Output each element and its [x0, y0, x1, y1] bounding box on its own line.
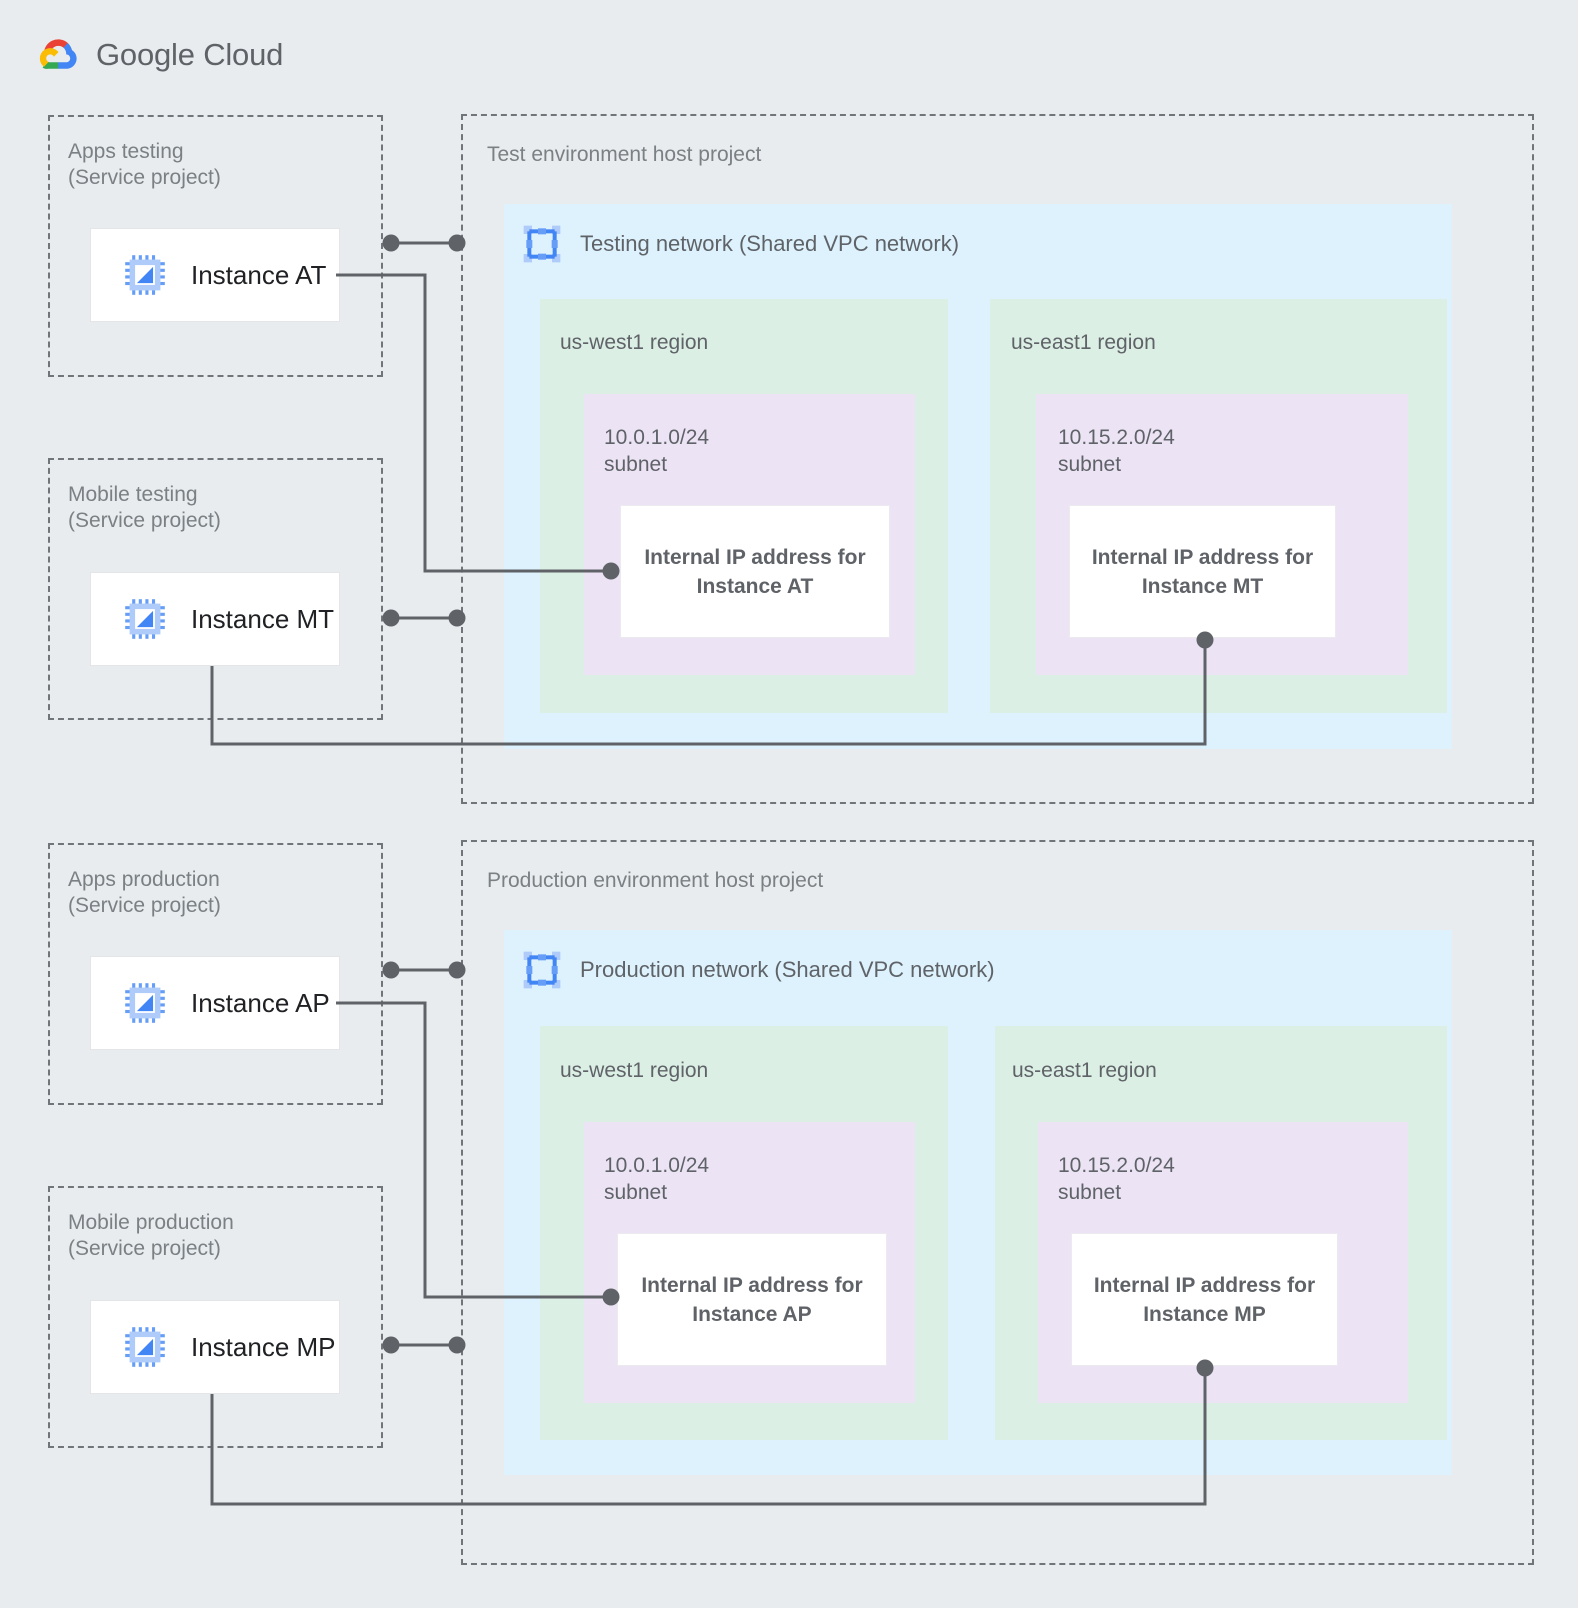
- route-instance-mp-to-ip: [210, 1359, 1214, 1506]
- google-cloud-logo-icon: [39, 39, 77, 69]
- vpc-network-label: Testing network (Shared VPC network): [580, 231, 960, 256]
- service-project-title: Apps testing (Service project): [68, 140, 221, 189]
- internal-ip-card-ap[interactable]: Internal IP address for Instance AP: [617, 1233, 887, 1366]
- attachment-connector-apps-production: [382, 961, 466, 979]
- host-project-test-environment[interactable]: Test environment host project: [461, 114, 1534, 804]
- instance-card-mp[interactable]: Instance MP: [90, 1300, 340, 1394]
- brand-name-thin: Cloud: [203, 37, 284, 72]
- subnet-label: 10.0.1.0/24 subnet: [604, 1154, 710, 1204]
- service-project-title: Apps production (Service project): [68, 868, 221, 917]
- internal-ip-text: Internal IP address for Instance AT: [644, 545, 866, 598]
- attachment-connector-mobile-production: [382, 1336, 466, 1354]
- service-project-apps-testing[interactable]: Apps testing (Service project): [48, 115, 383, 377]
- compute-instance-icon: [125, 599, 165, 639]
- internal-ip-text: Internal IP address for Instance AP: [641, 1273, 863, 1326]
- vpc-network-header-production: Production network (Shared VPC network): [522, 950, 995, 990]
- subnet-label: 10.15.2.0/24 subnet: [1058, 426, 1175, 476]
- host-project-title: Test environment host project: [487, 143, 762, 166]
- route-instance-mt-to-ip: [210, 631, 1214, 746]
- attachment-connector-mobile-testing: [382, 609, 466, 627]
- compute-instance-icon: [125, 255, 165, 295]
- brand-name-bold: Google: [96, 37, 195, 72]
- vpc-network-icon: [523, 225, 561, 263]
- region-label: us-west1 region: [560, 331, 709, 354]
- google-cloud-wordmark: Google Cloud: [96, 37, 283, 73]
- instance-label: Instance MP: [191, 1331, 336, 1362]
- internal-ip-card-mp[interactable]: Internal IP address for Instance MP: [1071, 1233, 1338, 1366]
- instance-label: Instance AP: [191, 987, 330, 1018]
- service-project-title: Mobile testing (Service project): [68, 483, 221, 532]
- instance-label: Instance AT: [191, 259, 327, 290]
- vpc-network-header-testing: Testing network (Shared VPC network): [522, 224, 959, 264]
- instance-card-at[interactable]: Instance AT: [90, 228, 340, 322]
- instance-card-ap[interactable]: Instance AP: [90, 956, 340, 1050]
- subnet-label: 10.0.1.0/24 subnet: [604, 426, 710, 476]
- region-label: us-west1 region: [560, 1059, 709, 1082]
- service-project-mobile-production[interactable]: Mobile production (Service project): [48, 1186, 383, 1448]
- google-cloud-brand: Google Cloud: [34, 33, 283, 77]
- internal-ip-text: Internal IP address for Instance MP: [1093, 1273, 1316, 1326]
- vpc-network-icon: [523, 951, 561, 989]
- compute-instance-icon: [125, 983, 165, 1023]
- region-label: us-east1 region: [1011, 331, 1156, 354]
- host-project-title: Production environment host project: [487, 869, 824, 892]
- route-instance-at-to-ip: [336, 273, 620, 580]
- vpc-network-label: Production network (Shared VPC network): [580, 957, 995, 982]
- instance-card-mt[interactable]: Instance MT: [90, 572, 340, 666]
- attachment-connector-apps-testing: [382, 234, 466, 252]
- internal-ip-text: Internal IP address for Instance MT: [1091, 545, 1314, 598]
- internal-ip-card-at[interactable]: Internal IP address for Instance AT: [620, 505, 890, 638]
- region-label: us-east1 region: [1012, 1059, 1157, 1082]
- service-project-mobile-testing[interactable]: Mobile testing (Service project): [48, 458, 383, 720]
- route-instance-ap-to-ip: [336, 1001, 620, 1306]
- compute-instance-icon: [125, 1327, 165, 1367]
- service-project-apps-production[interactable]: Apps production (Service project): [48, 843, 383, 1105]
- instance-label: Instance MT: [191, 603, 335, 634]
- service-project-title: Mobile production (Service project): [68, 1211, 234, 1260]
- subnet-label: 10.15.2.0/24 subnet: [1058, 1154, 1175, 1204]
- host-project-production-environment[interactable]: Production environment host project: [461, 840, 1534, 1565]
- internal-ip-card-mt[interactable]: Internal IP address for Instance MT: [1069, 505, 1336, 638]
